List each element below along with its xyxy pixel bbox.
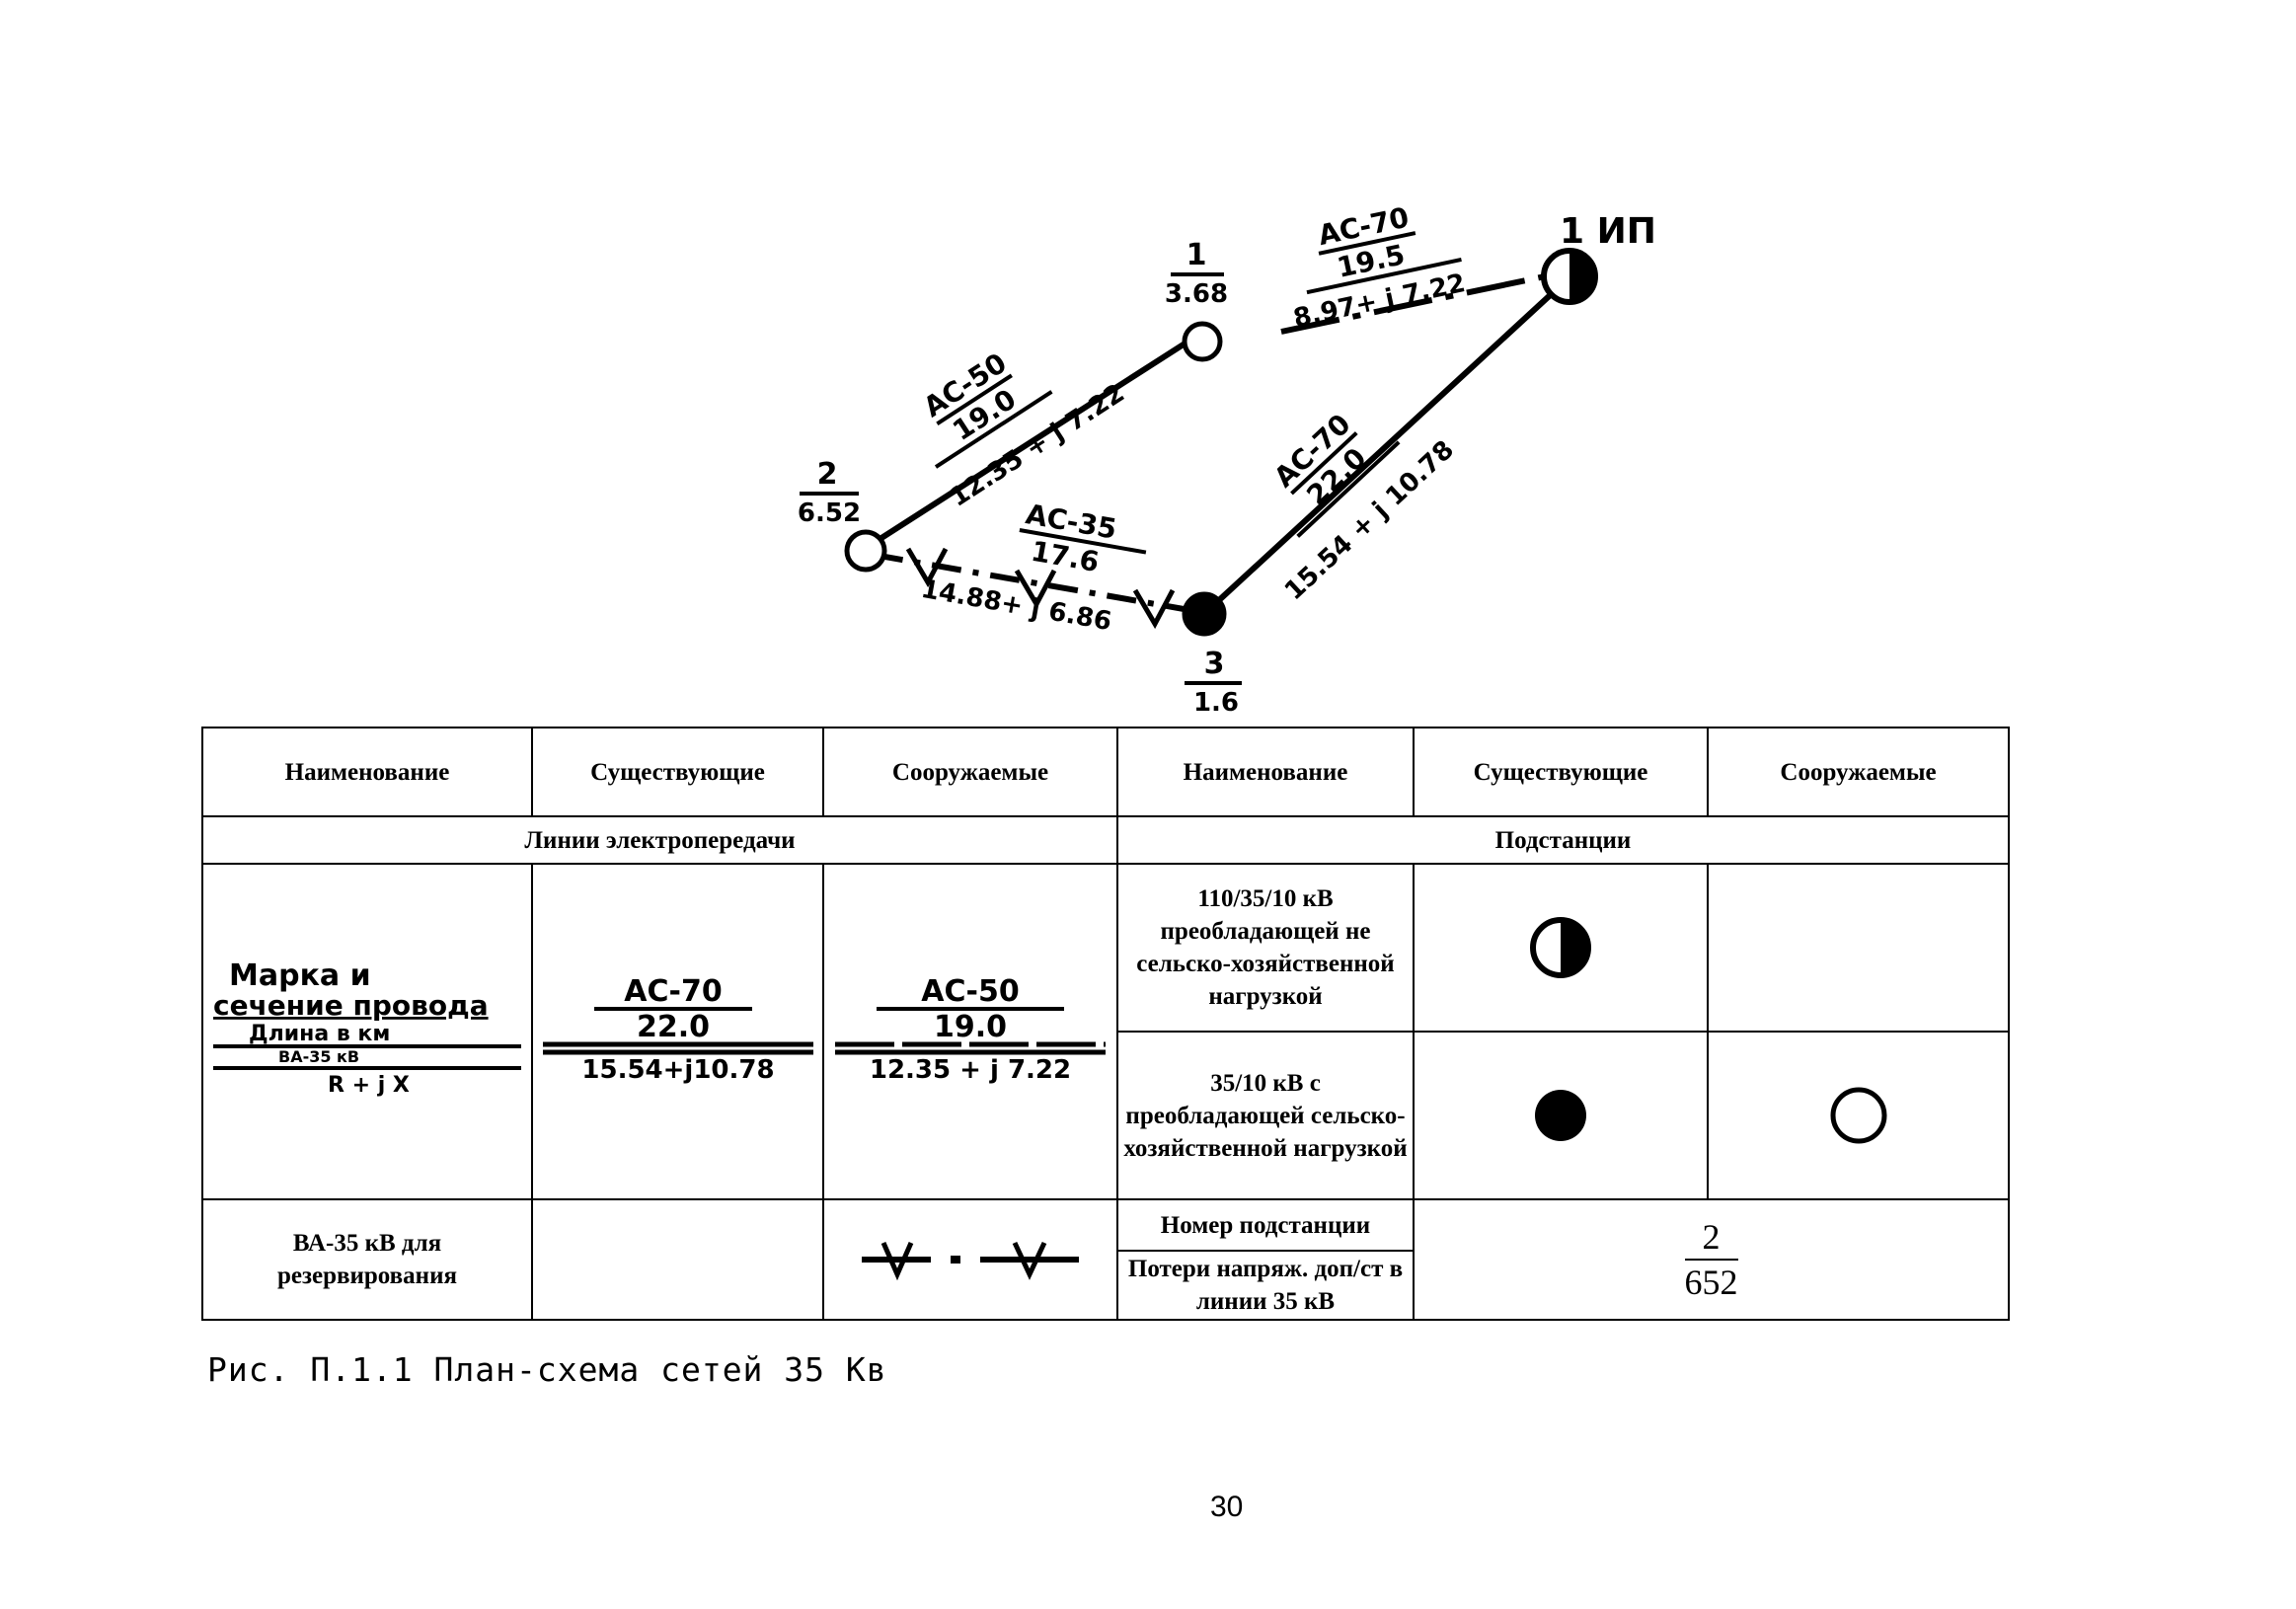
planned-line-symbol: АС-50 19.0 12.35 + j 7.22 (835, 974, 1106, 1085)
legend-row-substation-35: 35/10 кВ с преобладающей сельско-хозяйст… (202, 1031, 2010, 1200)
substation-35-existing (1413, 1031, 1709, 1200)
node-1-number: 1 (1186, 238, 1207, 272)
page-number: 30 (1210, 1491, 1244, 1523)
substation-2-symbol (844, 529, 887, 573)
reserve-mark-3 (1132, 588, 1176, 630)
line-key-impedance: R + j X (328, 1073, 410, 1098)
reserve-line-existing (531, 1198, 824, 1321)
line-key-type: ВА-35 кВ (278, 1047, 359, 1066)
reserve-mark-1 (905, 547, 949, 588)
voltage-loss-label: Потери напряж. доп/ст в линии 35 кВ (1116, 1250, 1415, 1321)
substation-110-planned (1707, 863, 2010, 1033)
header-existing-substations: Существующие (1413, 727, 1709, 817)
example-substation-number: 2 (1684, 1215, 1738, 1261)
reserve-line-symbol (862, 1241, 1079, 1281)
substation-fraction: 2 652 (1684, 1215, 1738, 1304)
open-circle-icon (1830, 1087, 1886, 1144)
planned-line-length: 19.0 (934, 1010, 1007, 1044)
header-planned-lines: Сооружаемые (822, 727, 1118, 817)
substation-ip-symbol (1541, 248, 1598, 305)
reserve-line-2-3 (873, 552, 1190, 613)
example-voltage-loss: 652 (1684, 1263, 1738, 1302)
node-3-number: 3 (1204, 647, 1225, 681)
planned-line-wire: АС-50 (921, 974, 1019, 1009)
line-1-2-label: АС-50 19.0 12.35 + j 7.22 (918, 346, 1130, 513)
line-key-cell: Марка и сечение провода Длина в км ВА-35… (201, 863, 533, 1200)
line-key-brand: Марка и (229, 958, 371, 993)
existing-line-wire: АС-70 (624, 974, 722, 1009)
header-name-lines: Наименование (201, 727, 533, 817)
reserve-line-label: ВА-35 кВ для резервирования (201, 1198, 533, 1321)
line-key-diagram: Марка и сечение провода Длина в км ВА-35… (213, 958, 521, 1098)
reserve-line-planned (822, 1198, 1118, 1321)
existing-line-length: 22.0 (636, 1010, 709, 1044)
planned-line-cell: АС-50 19.0 12.35 + j 7.22 (822, 863, 1118, 1200)
substation-35-planned (1707, 1031, 2010, 1200)
header-existing-lines: Существующие (531, 727, 824, 817)
header-planned-substations: Сооружаемые (1707, 727, 2010, 817)
line-3-ip (1203, 285, 1561, 615)
network-plan-diagram: 1 ИП 1 3.68 2 6.52 3 1.6 АС-70 19.5 8.97… (798, 201, 1656, 718)
legend-section-row: Линии электропередачи Подстанции (201, 815, 2010, 865)
legend-table: Наименование Существующие Сооружаемые На… (201, 727, 2010, 1321)
node-2-loss: 6.52 (798, 498, 861, 528)
substation-110-label: 110/35/10 кВ преобладающей не сельско-хо… (1116, 863, 1415, 1033)
line-1-ip (1280, 273, 1546, 335)
legend-row-reserve: ВА-35 кВ для резервирования Номер подста… (201, 1198, 2010, 1321)
figure-caption: Рис. П.1.1 План-схема сетей 35 Кв (207, 1350, 887, 1389)
substation-3-symbol (1182, 591, 1227, 637)
planned-line-impedance: 12.35 + j 7.22 (870, 1055, 1071, 1085)
substation-number-label: Номер подстанции (1116, 1198, 1415, 1252)
substation-1-symbol (1182, 321, 1223, 362)
line-2-3-label: АС-35 17.6 14.88+ j 6.86 (919, 498, 1147, 637)
node-2-number: 2 (817, 457, 838, 492)
filled-circle-icon (1535, 1090, 1586, 1141)
node-1-loss: 3.68 (1165, 279, 1228, 309)
line-key-length: Длина в км (249, 1022, 390, 1046)
section-substations: Подстанции (1116, 815, 2010, 865)
existing-line-impedance: 15.54+j10.78 (581, 1055, 774, 1085)
line-ip-1-label: АС-70 19.5 8.97+ j 7.22 (1291, 201, 1468, 335)
line-key-section: сечение провода (213, 989, 489, 1022)
existing-line-symbol: АС-70 22.0 15.54+j10.78 (542, 974, 813, 1085)
node-3-loss: 1.6 (1193, 688, 1239, 718)
legend-header-row: Наименование Существующие Сооружаемые На… (201, 727, 2010, 817)
section-power-lines: Линии электропередачи (201, 815, 1118, 865)
substation-110-existing (1413, 863, 1709, 1033)
substation-number-example: 2 652 (1413, 1198, 2010, 1321)
header-name-substations: Наименование (1116, 727, 1415, 817)
legend-row-lines: Марка и сечение провода Длина в км ВА-35… (201, 863, 2010, 1200)
half-filled-circle-icon (1530, 917, 1591, 978)
line-2-3-impedance: 14.88+ j 6.86 (919, 575, 1113, 637)
substation-35-label: 35/10 кВ с преобладающей сельско-хозяйст… (1116, 1031, 1415, 1200)
reserve-mark-2 (1014, 569, 1057, 610)
line-2-1 (869, 338, 1191, 548)
legend-row-voltage-loss: Потери напряж. доп/ст в линии 35 кВ (202, 1250, 2009, 1321)
node-ip-label: 1 ИП (1560, 211, 1656, 252)
existing-line-cell: АС-70 22.0 15.54+j10.78 (531, 863, 824, 1200)
